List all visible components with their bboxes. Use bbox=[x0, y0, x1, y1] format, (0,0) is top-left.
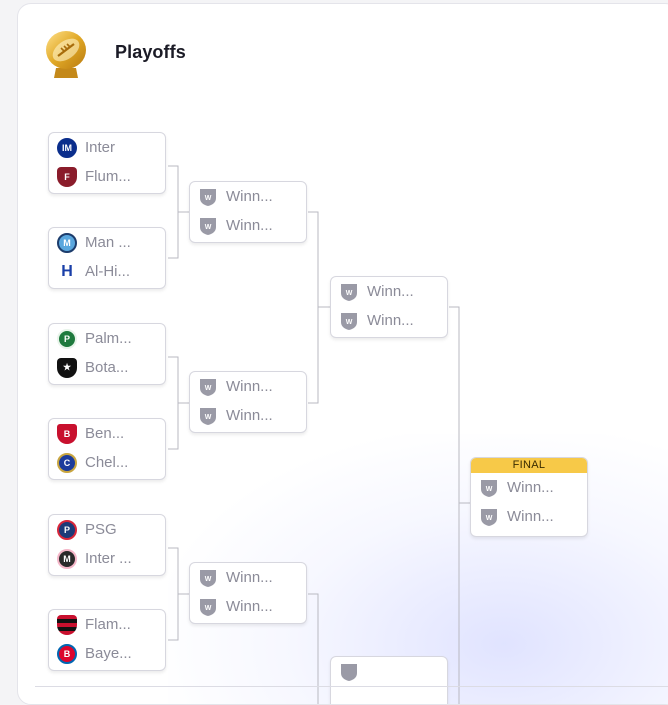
team-name: Inter bbox=[85, 139, 116, 156]
svg-text:W: W bbox=[486, 486, 493, 493]
match-r3-1[interactable]: W Winn... W Winn... bbox=[330, 276, 448, 338]
svg-text:W: W bbox=[205, 414, 212, 421]
team-row[interactable]: W Winn... bbox=[190, 211, 306, 240]
team-name: PSG bbox=[85, 521, 117, 538]
team-row[interactable]: C Chel... bbox=[49, 448, 165, 477]
fluminense-crest-icon: F bbox=[57, 166, 77, 187]
team-row[interactable]: W Winn... bbox=[331, 277, 447, 306]
match-r1-6[interactable]: Flam... B Baye... bbox=[48, 609, 166, 671]
benfica-crest-icon: B bbox=[57, 423, 77, 444]
svg-text:W: W bbox=[205, 385, 212, 392]
match-r1-1[interactable]: IM Inter F Flum... bbox=[48, 132, 166, 194]
team-row[interactable]: W Winn... bbox=[331, 306, 447, 335]
winner-shield-icon: W bbox=[200, 598, 216, 616]
winner-placeholder: Winn... bbox=[226, 569, 273, 586]
team-row[interactable]: W Winn... bbox=[471, 473, 587, 502]
winner-shield-icon: W bbox=[200, 407, 216, 425]
svg-text:W: W bbox=[205, 195, 212, 202]
flamengo-crest-icon bbox=[57, 614, 77, 635]
team-name: Chel... bbox=[85, 454, 129, 471]
match-r1-5[interactable]: P PSG M Inter ... bbox=[48, 514, 166, 576]
svg-text:W: W bbox=[346, 290, 353, 297]
svg-text:W: W bbox=[486, 515, 493, 522]
winner-placeholder: Winn... bbox=[226, 188, 273, 205]
winner-shield-icon: W bbox=[200, 217, 216, 235]
team-row[interactable]: W Winn... bbox=[190, 182, 306, 211]
match-r1-2[interactable]: M Man ... H Al-Hi... bbox=[48, 227, 166, 289]
team-row[interactable]: ★ Bota... bbox=[49, 353, 165, 382]
botafogo-crest-icon: ★ bbox=[57, 357, 77, 378]
team-name: Baye... bbox=[85, 645, 132, 662]
winner-shield-icon: W bbox=[481, 508, 497, 526]
winner-placeholder: Winn... bbox=[507, 479, 554, 496]
man-city-crest-icon: M bbox=[57, 232, 77, 253]
winner-shield-icon: W bbox=[481, 479, 497, 497]
winner-placeholder: Winn... bbox=[226, 378, 273, 395]
team-row[interactable]: W Winn... bbox=[190, 563, 306, 592]
bayern-crest-icon: B bbox=[57, 643, 77, 664]
winner-shield-icon: W bbox=[341, 312, 357, 330]
team-row[interactable]: F Flum... bbox=[49, 162, 165, 191]
match-r2-2[interactable]: W Winn... W Winn... bbox=[189, 371, 307, 433]
match-r2-3[interactable]: W Winn... W Winn... bbox=[189, 562, 307, 624]
team-row[interactable]: P Palm... bbox=[49, 324, 165, 353]
chelsea-crest-icon: C bbox=[57, 452, 77, 473]
footer-divider bbox=[35, 686, 668, 687]
team-row[interactable]: W Winn... bbox=[190, 401, 306, 430]
svg-text:W: W bbox=[205, 224, 212, 231]
team-name: Inter ... bbox=[85, 550, 132, 567]
team-name: Flum... bbox=[85, 168, 131, 185]
playoffs-card: Playoffs IM Inter F Flum... M M bbox=[17, 3, 668, 705]
winner-placeholder: Winn... bbox=[226, 407, 273, 424]
svg-text:W: W bbox=[205, 576, 212, 583]
winner-placeholder: Winn... bbox=[226, 217, 273, 234]
palmeiras-crest-icon: P bbox=[57, 328, 77, 349]
team-row[interactable]: P PSG bbox=[49, 515, 165, 544]
team-row[interactable]: W Winn... bbox=[190, 372, 306, 401]
winner-shield-icon: W bbox=[341, 283, 357, 301]
team-row[interactable]: B Baye... bbox=[49, 639, 165, 668]
team-row[interactable]: IM Inter bbox=[49, 133, 165, 162]
team-name: Flam... bbox=[85, 616, 131, 633]
winner-placeholder: Winn... bbox=[367, 312, 414, 329]
team-row[interactable]: H Al-Hi... bbox=[49, 257, 165, 286]
match-r2-1[interactable]: W Winn... W Winn... bbox=[189, 181, 307, 243]
team-name: Ben... bbox=[85, 425, 125, 442]
winner-shield-icon: W bbox=[200, 569, 216, 587]
match-final[interactable]: FINAL W Winn... W Winn... bbox=[470, 457, 588, 537]
page-title: Playoffs bbox=[115, 42, 186, 62]
team-row[interactable]: Flam... bbox=[49, 610, 165, 639]
winner-placeholder: Winn... bbox=[226, 598, 273, 615]
team-row[interactable] bbox=[331, 657, 447, 686]
match-r1-3[interactable]: P Palm... ★ Bota... bbox=[48, 323, 166, 385]
winner-shield-icon bbox=[341, 663, 357, 681]
psg-crest-icon: P bbox=[57, 519, 77, 540]
winner-placeholder: Winn... bbox=[367, 283, 414, 300]
inter-crest-icon: IM bbox=[57, 137, 77, 158]
svg-text:W: W bbox=[205, 605, 212, 612]
svg-text:W: W bbox=[346, 319, 353, 326]
team-row[interactable]: B Ben... bbox=[49, 419, 165, 448]
match-r1-4[interactable]: B Ben... C Chel... bbox=[48, 418, 166, 480]
inter-miami-crest-icon: M bbox=[57, 548, 77, 569]
winner-shield-icon: W bbox=[200, 188, 216, 206]
al-hilal-crest-icon: H bbox=[57, 261, 77, 282]
match-r3-2[interactable] bbox=[330, 656, 448, 704]
team-row[interactable]: W Winn... bbox=[190, 592, 306, 621]
winner-shield-icon: W bbox=[200, 378, 216, 396]
team-name: Al-Hi... bbox=[85, 263, 130, 280]
winner-placeholder: Winn... bbox=[507, 508, 554, 525]
team-row[interactable]: W Winn... bbox=[471, 502, 587, 531]
team-name: Man ... bbox=[85, 234, 131, 251]
gold-trophy-football-icon bbox=[46, 31, 86, 78]
team-name: Bota... bbox=[85, 359, 129, 376]
team-row[interactable]: M Inter ... bbox=[49, 544, 165, 573]
final-label: FINAL bbox=[471, 458, 587, 473]
team-name: Palm... bbox=[85, 330, 132, 347]
team-row[interactable]: M Man ... bbox=[49, 228, 165, 257]
bracket-connectors bbox=[168, 165, 470, 704]
